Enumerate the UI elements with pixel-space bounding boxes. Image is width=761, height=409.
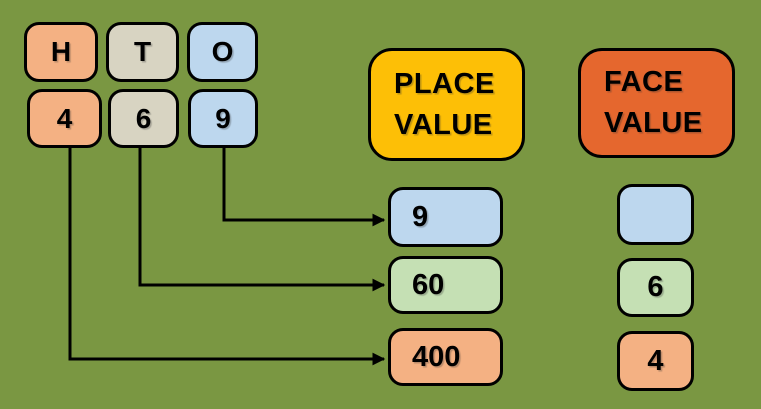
digit-box-ones: 9 (188, 89, 258, 148)
place-value-box-tens: 60 (388, 256, 503, 314)
place-value-box-hundreds: 400 (388, 328, 503, 386)
arrow-ones-to-place-value (222, 146, 386, 227)
place-value-header-line2: VALUE (394, 108, 493, 141)
arrow-tens-to-place-value (138, 146, 386, 292)
face-value-header-line1: FACE (604, 66, 684, 98)
face-value-header: FACE VALUE (578, 48, 735, 158)
column-header-tens: T (106, 22, 179, 82)
digit-box-hundreds: 4 (27, 89, 102, 148)
face-value-header-line2: VALUE (604, 107, 703, 139)
place-value-header: PLACE VALUE (368, 48, 525, 161)
place-value-header-line1: PLACE (394, 67, 495, 100)
face-value-box-tens: 6 (617, 258, 694, 317)
digit-box-tens: 6 (108, 89, 179, 148)
column-header-ones: O (187, 22, 258, 82)
face-value-box-ones (617, 184, 694, 245)
column-header-hundreds: H (24, 22, 98, 82)
face-value-box-hundreds: 4 (617, 331, 694, 391)
arrow-hundreds-to-place-value (68, 146, 386, 366)
place-value-box-ones: 9 (388, 187, 503, 247)
